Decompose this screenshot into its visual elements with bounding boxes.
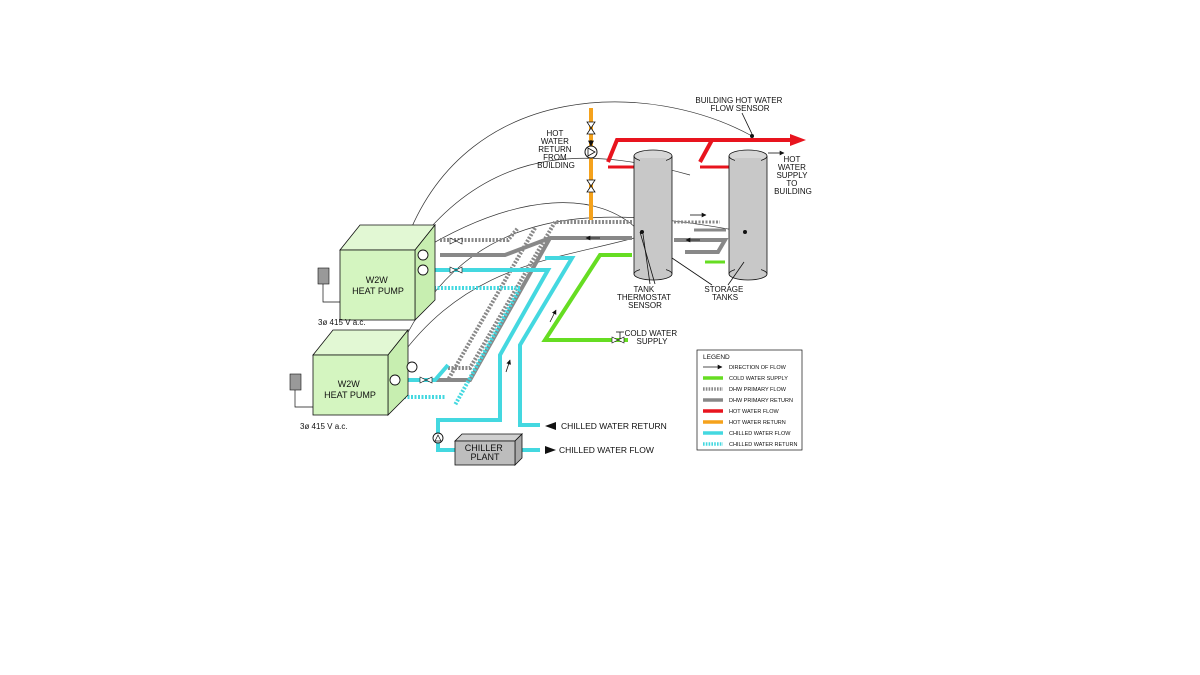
building-sensor-label: BUILDING HOT WATER FLOW SENSOR bbox=[695, 96, 784, 113]
legend-label: HOT WATER RETURN bbox=[729, 420, 786, 426]
valve-icon bbox=[586, 121, 596, 135]
storage-tanks-label: STORAGE TANKS bbox=[704, 285, 745, 302]
legend: LEGEND DIRECTION OF FLOW COLD WATER SUPP… bbox=[696, 349, 803, 451]
chiller-plant bbox=[454, 433, 523, 466]
legend-label: COLD WATER SUPPLY bbox=[729, 376, 788, 382]
legend-item: CHILLED WATER FLOW bbox=[703, 431, 791, 437]
legend-label: CHILLED WATER RETURN bbox=[729, 442, 797, 448]
hot-water-supply-label: HOT WATER SUPPLY TO BUILDING bbox=[774, 155, 812, 196]
heat-pump-1 bbox=[339, 223, 436, 321]
storage-tank-1 bbox=[633, 149, 673, 281]
cold-water-supply-pipe bbox=[541, 253, 725, 342]
chiller-plant-label: CHILLER PLANT bbox=[465, 443, 506, 462]
hot-water-return-label: HOT WATER RETURN FROM BUILDING bbox=[537, 129, 575, 170]
valve-icon bbox=[419, 237, 625, 384]
chilled-water-return-label: CHILLED WATER RETURN bbox=[561, 421, 667, 431]
dhw-primary-flow-pipe bbox=[440, 220, 720, 381]
tank-thermostat-sensor-label: TANK THERMOSTAT SENSOR bbox=[617, 285, 673, 310]
legend-item: CHILLED WATER RETURN bbox=[703, 442, 797, 448]
heat-pump-2 bbox=[312, 328, 409, 416]
legend-item: HOT WATER FLOW bbox=[703, 409, 780, 415]
legend-item: COLD WATER SUPPLY bbox=[703, 376, 788, 382]
legend-label: HOT WATER FLOW bbox=[729, 409, 780, 415]
legend-title: LEGEND bbox=[703, 354, 730, 361]
electrical-box-icon bbox=[289, 373, 313, 408]
legend-item: HOT WATER RETURN bbox=[703, 420, 786, 426]
legend-item: DHW PRIMARY RETURN bbox=[703, 398, 793, 404]
legend-item: DHW PRIMARY FLOW bbox=[703, 387, 787, 393]
electrical-box-icon bbox=[317, 267, 340, 303]
legend-label: DIRECTION OF FLOW bbox=[729, 365, 787, 371]
chilled-water-flow-label: CHILLED WATER FLOW bbox=[559, 445, 654, 455]
power-label-1: 3ø 415 V a.c. bbox=[318, 318, 366, 327]
cold-water-supply-label: COLD WATER SUPPLY bbox=[625, 329, 680, 346]
power-label-2: 3ø 415 V a.c. bbox=[300, 422, 348, 431]
valve-icon bbox=[586, 179, 596, 193]
arrow-icon bbox=[545, 422, 556, 454]
heat-pump-1-label: W2W HEAT PUMP bbox=[352, 275, 404, 296]
legend-item: DIRECTION OF FLOW bbox=[703, 364, 787, 371]
storage-tank-2 bbox=[728, 149, 768, 281]
legend-label: DHW PRIMARY RETURN bbox=[729, 398, 793, 404]
pump-icon bbox=[389, 249, 429, 386]
legend-label: DHW PRIMARY FLOW bbox=[729, 387, 787, 393]
legend-label: CHILLED WATER FLOW bbox=[729, 431, 791, 437]
heat-pump-2-label: W2W HEAT PUMP bbox=[324, 379, 376, 400]
sensor-icon bbox=[750, 134, 754, 138]
pump-icon bbox=[584, 145, 598, 159]
pump-icon bbox=[432, 432, 444, 444]
